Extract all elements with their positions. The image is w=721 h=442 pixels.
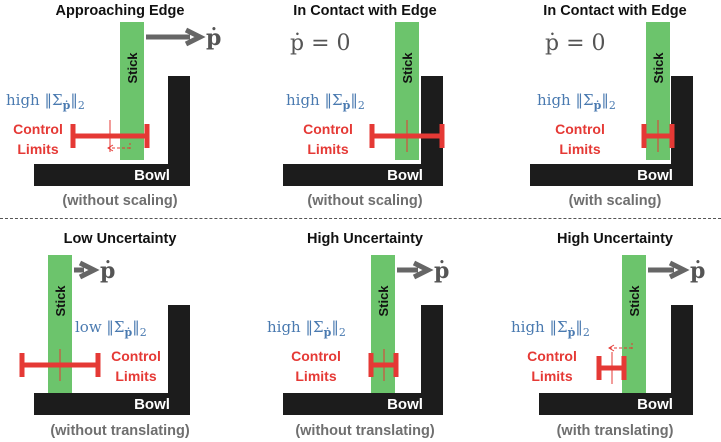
panel-title-1: Approaching Edge — [55, 3, 185, 19]
bowl-3-label: Bowl — [637, 167, 673, 184]
bowl-5-floor — [283, 393, 443, 415]
bowl-6-floor — [539, 393, 693, 415]
velocity-6-head — [668, 260, 690, 280]
panel-title-3: In Contact with Edge — [543, 3, 687, 19]
stick-6-label: Stick — [627, 285, 642, 317]
uncertainty-6: high ‖Σṗ‖2 — [511, 318, 590, 339]
panel-title-6: High Uncertainty — [556, 231, 673, 247]
stick-3-label: Stick — [651, 52, 666, 84]
bowl-3-floor — [530, 164, 693, 186]
stick-5 — [371, 255, 395, 393]
bowl-5-wall — [421, 305, 443, 415]
bowl-2-floor — [283, 164, 443, 186]
velocity-1-head — [184, 27, 206, 47]
panel-caption-4: (without translating) — [50, 423, 190, 439]
velocity-6-label: ṗ — [690, 258, 705, 284]
velocity-5-label: ṗ — [434, 258, 449, 284]
control-limits-label-3-line1: Control — [555, 121, 605, 137]
control-limits-label-1-line1: Control — [13, 121, 63, 137]
panel-title-2: In Contact with Edge — [293, 3, 437, 19]
bowl-2-label: Bowl — [387, 167, 423, 184]
bowl-4-label: Bowl — [134, 396, 170, 413]
control-limits-label-3-line2: Limits — [559, 141, 600, 157]
bowl-4-wall — [168, 305, 190, 415]
panel-title-4: Low Uncertainty — [63, 231, 177, 247]
divider-line — [0, 218, 721, 219]
stick-1 — [120, 22, 144, 160]
control-limits-label-4-line2: Limits — [115, 368, 156, 384]
control-limits-label-5-line1: Control — [291, 348, 341, 364]
bowl-6-label: Bowl — [637, 396, 673, 413]
stick-1-label: Stick — [125, 52, 140, 84]
control-limits-label-6-line2: Limits — [531, 368, 572, 384]
bowl-1-wall — [168, 76, 190, 186]
velocity-4-label: ṗ — [100, 258, 115, 284]
stick-5-label: Stick — [376, 285, 391, 317]
stick-2-label: Stick — [400, 52, 415, 84]
panel-caption-1: (without scaling) — [62, 193, 178, 209]
panel-caption-5: (without translating) — [295, 423, 435, 439]
stick-4-label: Stick — [53, 285, 68, 317]
panel-title-5: High Uncertainty — [306, 231, 423, 247]
bowl-4-floor — [34, 393, 190, 415]
uncertainty-4: low ‖Σṗ‖2 — [75, 318, 147, 339]
control-limits-label-1-line2: Limits — [17, 141, 58, 157]
control-limits-label-5-line2: Limits — [295, 368, 336, 384]
velocity-4-head — [78, 260, 100, 280]
bowl-1-label: Bowl — [134, 167, 170, 184]
shift-hint-6-head — [608, 344, 615, 352]
control-limits-label-2-line1: Control — [303, 121, 353, 137]
velocity-5-head — [412, 260, 434, 280]
uncertainty-5: high ‖Σṗ‖2 — [267, 318, 346, 339]
panel-caption-3: (with scaling) — [568, 193, 662, 209]
bowl-6-wall — [671, 305, 693, 415]
velocity-zero-2: ṗ = 0 — [290, 31, 351, 56]
panel-caption-2: (without scaling) — [307, 193, 423, 209]
uncertainty-3: high ‖Σṗ‖2 — [537, 91, 616, 112]
control-limits-label-2-line2: Limits — [307, 141, 348, 157]
shift-hint-1-head — [107, 144, 114, 152]
velocity-zero-3: ṗ = 0 — [545, 31, 606, 56]
bowl-3-wall — [671, 76, 693, 186]
uncertainty-2: high ‖Σṗ‖2 — [286, 91, 365, 112]
control-limits-label-6-line1: Control — [527, 348, 577, 364]
control-limits-label-4-line1: Control — [111, 348, 161, 364]
bowl-1-floor — [34, 164, 190, 186]
bowl-5-label: Bowl — [387, 396, 423, 413]
bowl-2-wall — [421, 76, 443, 186]
panel-caption-6: (with translating) — [556, 423, 674, 439]
velocity-1-label: ṗ — [206, 25, 221, 51]
uncertainty-1: high ‖Σṗ‖2 — [6, 91, 85, 112]
